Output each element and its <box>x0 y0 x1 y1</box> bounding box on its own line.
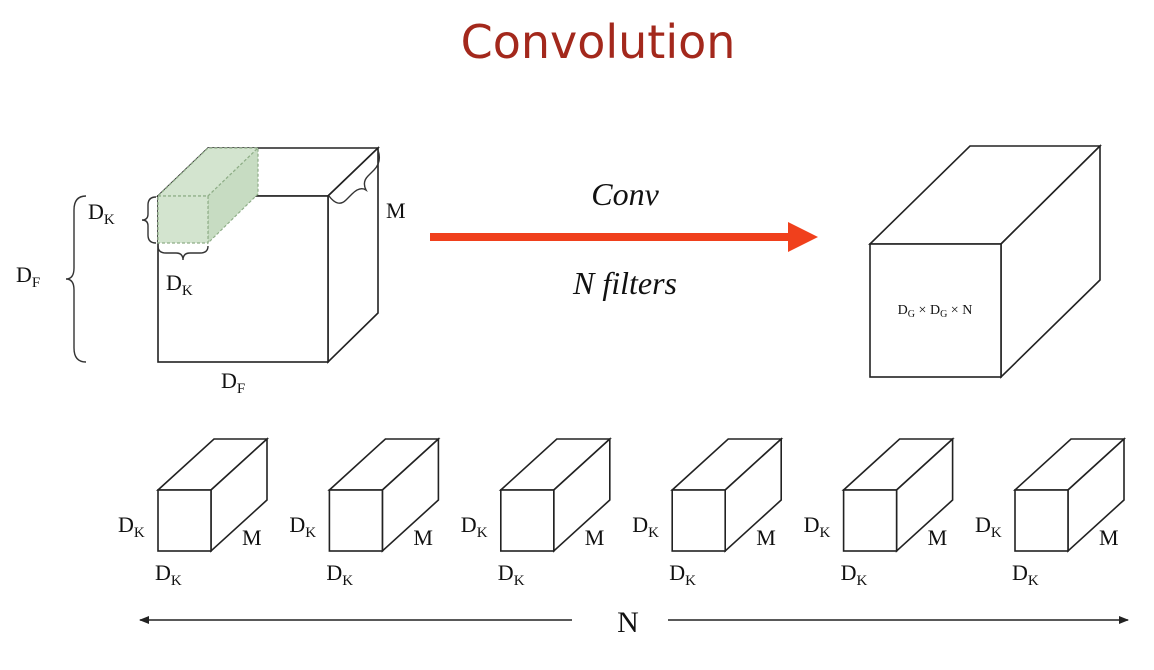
filter-kernel-front-face <box>842 489 898 552</box>
output-feature-map: DG × DG × N <box>868 144 1102 379</box>
filter-kernel: DK DK M <box>118 437 270 589</box>
filter-m-label: M <box>413 525 433 550</box>
brace-m-depth <box>328 149 381 204</box>
filter-dk-height-label: DK <box>118 512 145 541</box>
input-feature-map: DK DK DF DF M <box>16 146 406 397</box>
filter-kernel: DK DK M <box>289 437 441 589</box>
brace-dk-width <box>157 245 209 261</box>
input-df-height-label: DF <box>16 262 40 291</box>
filter-kernel: DK DK M <box>804 437 955 589</box>
filter-dk-height-label: DK <box>804 512 831 541</box>
filter-dk-width-label: DK <box>326 560 353 589</box>
conv-label: Conv <box>591 176 659 212</box>
n-axis-label: N <box>617 606 639 639</box>
filter-m-label: M <box>928 525 948 550</box>
filter-dk-width-label: DK <box>498 560 525 589</box>
kernel-highlight <box>156 146 260 245</box>
filter-kernel-front-face <box>328 489 384 552</box>
n-filters-label: N filters <box>572 265 677 301</box>
input-df-width-label: DF <box>221 368 245 397</box>
kernel-highlight-front <box>157 195 209 244</box>
filter-m-label: M <box>756 525 776 550</box>
filter-row: DK DK M DK DK M DK DK M DK DK M DK DK M DK DK M <box>118 437 1127 589</box>
filter-m-label: M <box>585 525 605 550</box>
conv-operation: Conv N filters <box>430 176 818 301</box>
filter-kernel: DK DK M <box>461 437 612 589</box>
kernel-highlight-top <box>156 147 260 197</box>
filter-kernel-front-face <box>671 489 727 552</box>
filter-kernel: DK DK M <box>632 437 784 589</box>
filter-dk-height-label: DK <box>632 512 659 541</box>
filter-m-label: M <box>1099 525 1119 550</box>
output-cube-front-face <box>869 243 1002 378</box>
filter-dk-width-label: DK <box>155 560 182 589</box>
conv-arrow-head <box>788 222 818 252</box>
n-axis: N <box>139 606 1129 639</box>
input-dk-width-label: DK <box>166 270 193 299</box>
output-dimension-label: DG × DG × N <box>898 303 973 320</box>
input-m-label: M <box>386 198 406 223</box>
filter-dk-width-label: DK <box>669 560 696 589</box>
filter-kernel: DK DK M <box>975 437 1127 589</box>
filter-dk-width-label: DK <box>1012 560 1039 589</box>
filter-dk-height-label: DK <box>461 512 488 541</box>
filter-dk-width-label: DK <box>841 560 868 589</box>
filter-dk-height-label: DK <box>289 512 316 541</box>
filter-kernel-front-face <box>499 489 555 552</box>
brace-dk-height <box>141 196 157 244</box>
filter-m-label: M <box>242 525 262 550</box>
brace-df-height <box>65 195 87 363</box>
page-title: Convolution <box>461 15 736 69</box>
filter-kernel-front-face <box>157 489 212 552</box>
filter-kernel-front-face <box>1014 489 1069 552</box>
filter-dk-height-label: DK <box>975 512 1002 541</box>
input-dk-height-label: DK <box>88 199 115 228</box>
